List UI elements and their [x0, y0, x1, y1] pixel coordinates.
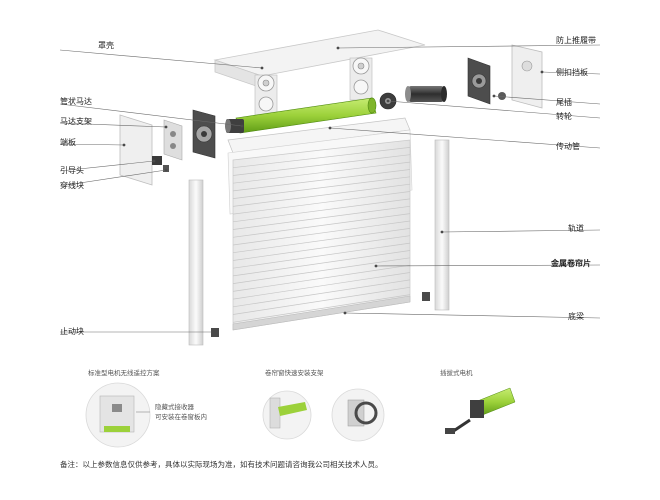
- leader-metal-slats: [375, 264, 601, 267]
- thumb-bracket-2: [331, 388, 385, 442]
- leader-rail: [441, 229, 601, 233]
- leader-dot-drive-tube: [328, 126, 332, 130]
- cover-housing: [213, 29, 426, 89]
- slat-line: [232, 286, 411, 315]
- leader-dot-end-plate: [122, 143, 126, 147]
- caption-hidden-receiver: 隐藏式接收器: [155, 403, 194, 411]
- left-rail: [188, 179, 219, 346]
- leader-dot-guide-head: [152, 159, 156, 163]
- caption-remote-solution: 标准型电机无线遥控方案: [88, 369, 160, 377]
- caption-quick-bracket: 卷帘窗快速安装支架: [265, 369, 324, 377]
- slat-line: [232, 272, 411, 300]
- tail-plug: [405, 86, 447, 102]
- leader-dot-rail: [440, 230, 444, 234]
- slat-line: [232, 161, 411, 184]
- slat-line: [232, 198, 411, 223]
- right-rail: [422, 139, 450, 311]
- thumb-plug-motor: [445, 387, 516, 434]
- slat-line: [232, 235, 411, 261]
- leader-dot-tube-motor: [240, 124, 244, 128]
- leader-dot-bottom-beam: [343, 311, 347, 315]
- slat-line: [232, 228, 411, 254]
- slat-line: [232, 213, 411, 238]
- label-end-plate: 端板: [60, 138, 76, 147]
- right-side-plate: [511, 44, 543, 109]
- label-stop-block: 止动块: [60, 327, 84, 336]
- caption-plug-motor: 插拔式电机: [440, 369, 473, 377]
- leader-tail-plug: [493, 95, 601, 105]
- motor-bracket: [163, 119, 183, 161]
- label-guide-head: 引导头: [60, 166, 84, 175]
- label-tube-motor: 管状马达: [60, 97, 92, 106]
- slat-line: [232, 154, 411, 176]
- slat-line: [232, 242, 411, 269]
- label-tail-plug: 尾插: [556, 98, 572, 107]
- caption-mount-inside: 可安装在卷窗板内: [155, 413, 207, 421]
- leader-dot-cover: [260, 66, 264, 70]
- leader-end-plate: [59, 143, 125, 146]
- label-rail: 轨道: [568, 224, 584, 233]
- slat-line: [232, 191, 411, 215]
- leader-dot-anti-lift: [336, 46, 340, 50]
- leader-bottom-beam: [344, 312, 601, 319]
- label-threading-block: 穿线块: [60, 181, 84, 190]
- right-bearing: [498, 92, 506, 100]
- leader-tube-motor: [59, 103, 243, 127]
- label-bottom-beam: 底梁: [568, 312, 584, 321]
- leader-dot-stop-block: [211, 330, 215, 334]
- curtain-slats: [232, 139, 411, 331]
- label-cover: 罩壳: [98, 41, 114, 50]
- leader-dot-wheel: [386, 99, 390, 103]
- leader-lines: [59, 44, 601, 334]
- slat-line: [232, 279, 411, 308]
- leader-dot-metal-slats: [374, 264, 378, 268]
- label-drive-tube: 传动管: [556, 142, 580, 151]
- label-metal-slats: 金属卷帘片: [551, 259, 591, 268]
- leader-guide-head: [59, 160, 155, 172]
- leader-thread-block: [59, 169, 167, 187]
- footnote: 备注：以上参数信息仅供参考，具体以实际现场为准，如有技术问题请咨询我公司相关技术…: [60, 460, 383, 469]
- thumb-remote: [85, 382, 151, 448]
- leader-dot-thread-block: [164, 168, 168, 172]
- slat-line: [232, 264, 411, 292]
- left-side-plate: [119, 114, 169, 186]
- label-anti-lift-track: 防上推履带: [556, 36, 596, 45]
- slat-line: [232, 220, 411, 246]
- label-side-guard: 侧扣挡板: [556, 68, 588, 77]
- slat-line: [232, 147, 411, 169]
- slat-line: [232, 205, 411, 230]
- label-motor-bracket: 马达支架: [60, 117, 92, 126]
- left-end-plate: [192, 109, 216, 159]
- leader-side-guard: [541, 71, 601, 75]
- slat-line: [232, 176, 411, 199]
- slat-line: [232, 169, 411, 192]
- leader-anti-lift: [337, 44, 601, 49]
- leader-drive-tube: [329, 127, 601, 149]
- slat-line: [232, 183, 411, 207]
- leader-dot-motor-bracket: [164, 125, 168, 129]
- pulley-left: [254, 74, 278, 118]
- label-wheel: 转轮: [556, 112, 572, 121]
- leader-dot-side-guard: [540, 70, 544, 74]
- right-end-cap: [467, 57, 491, 105]
- tube-motor-head: [225, 119, 244, 133]
- slat-line: [232, 250, 411, 277]
- thumb-bracket-1: [262, 390, 312, 440]
- slat-line: [232, 294, 411, 323]
- pulley-right: [349, 57, 373, 101]
- leader-motor-bracket: [59, 122, 167, 128]
- leader-wheel: [387, 100, 601, 119]
- leader-dot-tail-plug: [492, 94, 496, 98]
- slat-line: [232, 257, 411, 284]
- leader-cover: [59, 49, 263, 69]
